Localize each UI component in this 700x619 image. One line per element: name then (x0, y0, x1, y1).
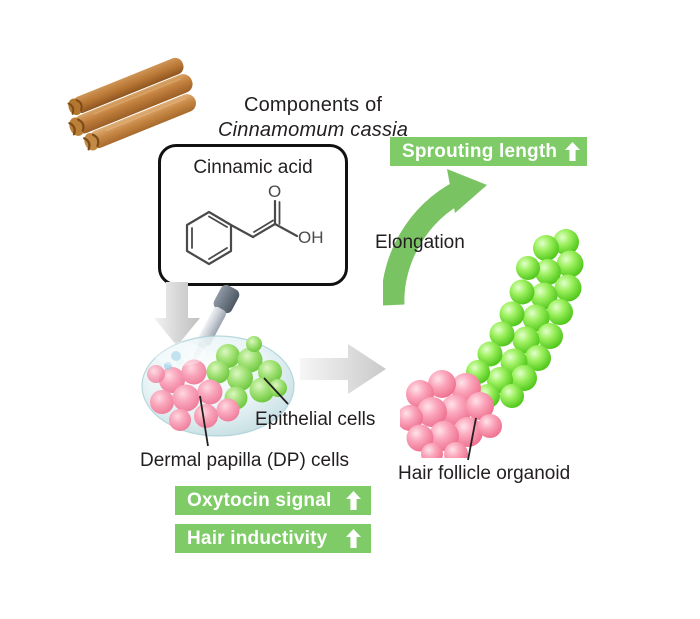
badge-oxytocin-signal: Oxytocin signal (175, 486, 371, 515)
label-elongation: Elongation (375, 232, 465, 253)
up-arrow-icon (565, 142, 581, 161)
badge-oxytocin-signal-label: Oxytocin signal (187, 489, 332, 511)
caption-line-components: Components of (243, 94, 383, 116)
label-dermal-papilla-cells: Dermal papilla (DP) cells (140, 450, 350, 471)
up-arrow-icon (346, 529, 361, 548)
atom-label-oh: OH (298, 228, 324, 247)
right-arrow-icon (298, 338, 390, 405)
badge-hair-inductivity: Hair inductivity (175, 524, 371, 553)
compound-name-label: Cinnamic acid (193, 157, 313, 178)
curved-up-arrow-icon (381, 165, 513, 320)
badge-sprouting-length: Sprouting length (390, 137, 587, 166)
cinnamic-acid-box: Cinnamic acid O (158, 144, 348, 286)
cinnamon-sticks-icon (60, 52, 210, 169)
up-arrow-icon (346, 491, 361, 510)
badge-hair-inductivity-label: Hair inductivity (187, 527, 328, 549)
badge-sprouting-length-label: Sprouting length (402, 140, 558, 162)
atom-label-o: O (268, 182, 281, 201)
cinnamic-acid-structure: O OH (169, 181, 341, 282)
caption-line-species: Cinnamomum cassia (218, 119, 409, 141)
caption-components-of-cinnamomum: Components of Cinnamomum cassia (218, 93, 408, 143)
label-hair-follicle-organoid: Hair follicle organoid (398, 463, 571, 484)
hair-follicle-organoid-icon (397, 228, 600, 466)
label-epithelial-cells: Epithelial cells (255, 409, 376, 430)
